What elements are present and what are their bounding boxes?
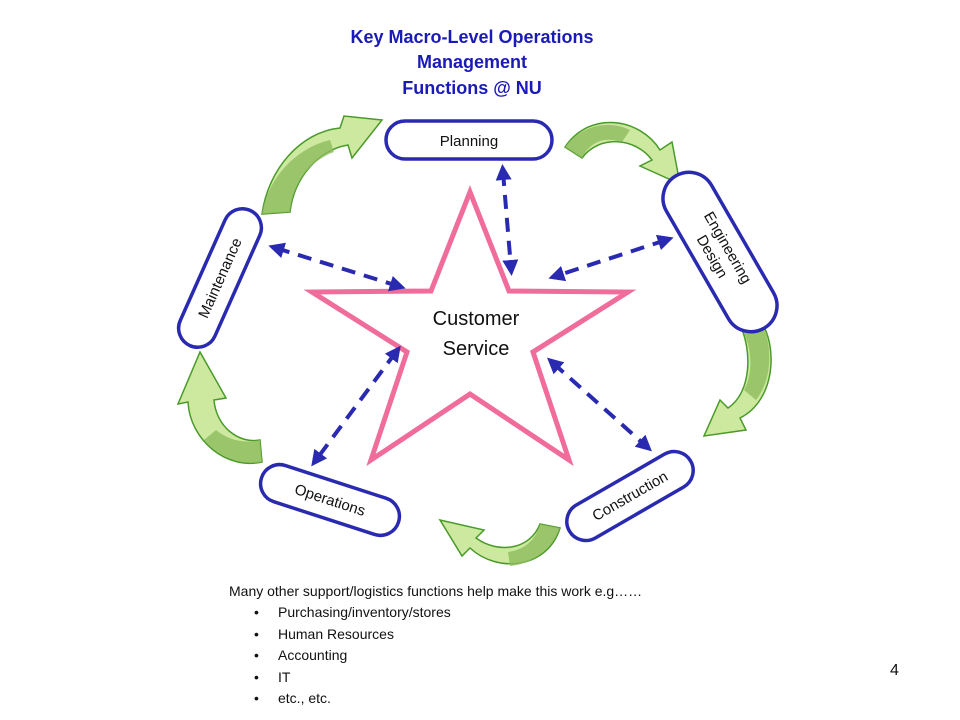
link-arrow-engineering <box>548 234 674 282</box>
node-planning[interactable]: Planning <box>384 119 554 161</box>
link-arrow-maintenance <box>268 242 406 292</box>
link-arrow-construction <box>547 357 652 452</box>
node-construction[interactable]: Construction <box>560 445 700 548</box>
node-planning-label: Planning <box>440 133 498 150</box>
node-operations[interactable]: Operations <box>256 460 405 541</box>
cycle-arrow-planning-to-engineering <box>563 121 682 186</box>
center-label-line-2: Service <box>443 338 510 360</box>
node-engineering-design[interactable]: Engineering Design <box>653 163 786 341</box>
cycle-arrow-operations-to-maintenance <box>176 350 263 464</box>
link-arrow-planning <box>495 164 519 276</box>
link-arrow-operations <box>311 345 401 467</box>
support-intro: Many other support/logistics functions h… <box>229 583 643 599</box>
center-label-line-1: Customer <box>433 308 520 330</box>
title-line-3: Functions @ NU <box>402 78 542 98</box>
cycle-arrow-maintenance-to-planning <box>261 115 384 215</box>
title-line-1: Key Macro-Level Operations <box>350 27 594 47</box>
cycle-arrow-construction-to-operations <box>438 518 561 566</box>
cycle-arrow-engineering-to-construction <box>702 319 772 437</box>
title-line-2: Management <box>416 52 528 72</box>
page-number: 4 <box>890 662 899 679</box>
node-maintenance[interactable]: Maintenance <box>173 203 268 354</box>
customer-service-star <box>303 185 637 467</box>
